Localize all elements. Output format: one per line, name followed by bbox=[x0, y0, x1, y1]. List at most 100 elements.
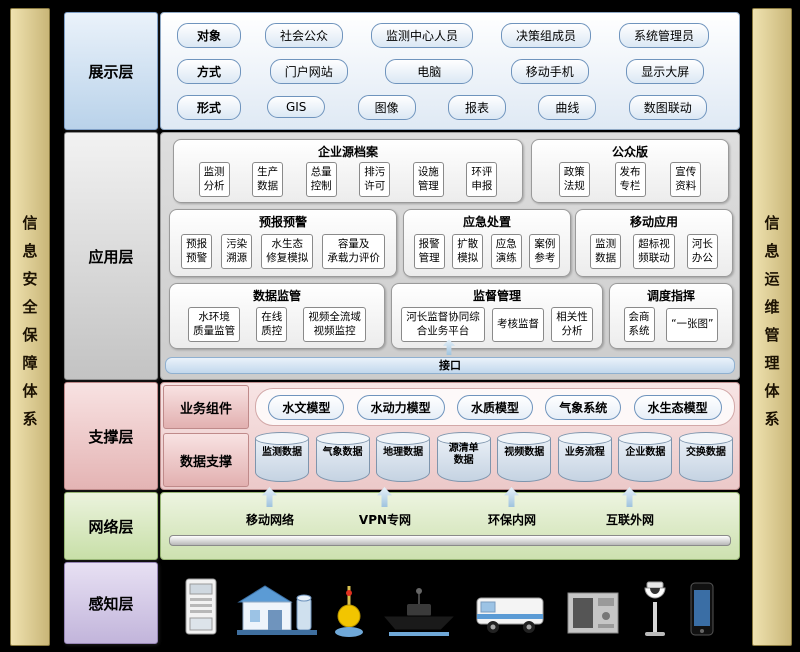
row-head-pill: 对象 bbox=[177, 22, 241, 48]
layer-label-network: 网络层 bbox=[64, 492, 158, 560]
network-uplink-arrow-icon bbox=[262, 487, 277, 507]
presentation-pill: 数图联动 bbox=[628, 94, 707, 120]
database-cylinder: 交换数据 bbox=[678, 432, 733, 482]
network-item: VPN专网 bbox=[358, 513, 412, 527]
network-item: 环保内网 bbox=[487, 513, 537, 527]
database-cylinder: 视频数据 bbox=[497, 432, 552, 482]
group-public-version: 公众版 政策 法规 发布 专栏 宣传 资料 bbox=[531, 139, 729, 203]
group-item: 考核监督 bbox=[492, 307, 544, 342]
presentation-pill: 社会公众 bbox=[264, 22, 343, 48]
presentation-pill: 监测中心人员 bbox=[370, 22, 473, 48]
presentation-pill: 移动手机 bbox=[510, 58, 589, 84]
presentation-row-methods: 方式 门户网站 电脑 移动手机 显示大屏 bbox=[161, 53, 739, 89]
group-item: 环评 申报 bbox=[466, 162, 498, 197]
database-cylinder: 业务流程 bbox=[557, 432, 612, 482]
group-item: 政策 法规 bbox=[558, 162, 590, 197]
dome-camera-icon bbox=[637, 578, 673, 638]
group-item: 排污 许可 bbox=[359, 162, 391, 197]
group-title: 移动应用 bbox=[629, 215, 678, 229]
network-item: 移动网络 bbox=[245, 513, 295, 527]
network-panel: 移动网络 VPN专网 环保内网 互联外网 bbox=[160, 487, 740, 560]
presentation-row-objects: 对象 社会公众 监测中心人员 决策组成员 系统管理员 bbox=[161, 17, 739, 53]
support-panel: 业务组件 水文模型 水动力模型 水质模型 气象系统 水生态模型 数据支撑 监测数… bbox=[160, 382, 740, 490]
layer-label-presentation: 展示层 bbox=[64, 12, 158, 130]
database-cylinder: 气象数据 bbox=[315, 432, 370, 482]
layer-label-perception: 感知层 bbox=[64, 562, 158, 644]
group-item: 发布 专栏 bbox=[614, 162, 646, 197]
model-strip: 水文模型 水动力模型 水质模型 气象系统 水生态模型 bbox=[255, 388, 735, 426]
group-title: 数据监管 bbox=[252, 289, 301, 303]
database-cylinder: 地理数据 bbox=[376, 432, 431, 482]
group-item: 水环境 质量监管 bbox=[188, 307, 241, 342]
group-emergency-response: 应急处置 报警 管理 扩散 模拟 应急 演练 案例 参考 bbox=[403, 209, 571, 277]
water-station-icon bbox=[235, 578, 319, 638]
group-forecast-warning: 预报预警 预报 预警 污染 溯源 水生态 修复模拟 容量及 承载力评价 bbox=[169, 209, 397, 277]
security-assurance-label: 信息安全保障体系 bbox=[20, 215, 39, 439]
presentation-pill: 曲线 bbox=[538, 94, 597, 120]
presentation-row-forms: 形式 GIS 图像 报表 曲线 数图联动 bbox=[161, 89, 739, 125]
presentation-pill: GIS bbox=[267, 96, 326, 118]
group-mobile-apps: 移动应用 监测 数据 超标视 频联动 河长 办公 bbox=[575, 209, 733, 277]
group-item: 相关性 分析 bbox=[551, 307, 593, 342]
presentation-pill: 门户网站 bbox=[269, 58, 348, 84]
group-title: 预报预警 bbox=[258, 215, 307, 229]
monitoring-van-icon bbox=[473, 586, 549, 638]
model-pill: 水生态模型 bbox=[633, 394, 722, 420]
group-item: 监测 分析 bbox=[198, 162, 230, 197]
model-pill: 水质模型 bbox=[456, 394, 533, 420]
group-item: 宣传 资料 bbox=[670, 162, 702, 197]
network-uplink-arrow-icon bbox=[622, 487, 637, 507]
group-item: 设施 管理 bbox=[412, 162, 444, 197]
group-title: 公众版 bbox=[611, 145, 648, 159]
group-item: 在线 质控 bbox=[256, 307, 288, 342]
network-uplink-arrow-icon bbox=[504, 487, 519, 507]
layer-label-support: 支撑层 bbox=[64, 382, 158, 490]
ops-management-sidebar: 信息运维管理体系 bbox=[752, 8, 792, 646]
business-components-label: 业务组件 bbox=[163, 385, 249, 429]
application-panel: 企业源档案 监测 分析 生产 数据 总量 控制 排污 许可 设施 管理 环评 申… bbox=[160, 132, 740, 380]
monitoring-cabinet-icon bbox=[181, 576, 221, 638]
presentation-pill: 系统管理员 bbox=[618, 22, 709, 48]
group-item: 河长 办公 bbox=[686, 234, 718, 269]
database-cylinder: 监测数据 bbox=[255, 432, 309, 482]
group-item: 报警 管理 bbox=[413, 234, 445, 269]
group-item: 总量 控制 bbox=[305, 162, 337, 197]
presentation-pill: 报表 bbox=[447, 94, 506, 120]
data-support-label: 数据支撑 bbox=[163, 433, 249, 487]
group-title: 监督管理 bbox=[472, 289, 521, 303]
perception-panel bbox=[160, 562, 738, 642]
smartphone-icon bbox=[687, 580, 717, 638]
equipment-box-icon bbox=[564, 588, 622, 638]
model-pill: 气象系统 bbox=[545, 394, 622, 420]
group-item: 生产 数据 bbox=[252, 162, 284, 197]
group-item: 河长监督协同综 合业务平台 bbox=[401, 307, 485, 342]
presentation-pill: 显示大屏 bbox=[626, 58, 705, 84]
group-item: 监测 数据 bbox=[590, 234, 622, 269]
row-head-pill: 形式 bbox=[177, 94, 241, 120]
network-uplink-arrow-icon bbox=[377, 487, 392, 507]
group-supervision-management: 监督管理 河长监督协同综 合业务平台 考核监督 相关性 分析 bbox=[391, 283, 603, 349]
group-enterprise-archive: 企业源档案 监测 分析 生产 数据 总量 控制 排污 许可 设施 管理 环评 申… bbox=[173, 139, 523, 203]
group-data-supervision: 数据监管 水环境 质量监管 在线 质控 视频全流域 视频监控 bbox=[169, 283, 385, 349]
group-item: 污染 溯源 bbox=[221, 234, 253, 269]
group-item: 超标视 频联动 bbox=[633, 234, 675, 269]
group-title: 企业源档案 bbox=[317, 145, 378, 159]
group-item: 扩散 模拟 bbox=[452, 234, 484, 269]
ops-management-label: 信息运维管理体系 bbox=[762, 215, 781, 439]
presentation-pill: 决策组成员 bbox=[500, 22, 591, 48]
group-item: 预报 预警 bbox=[181, 234, 213, 269]
group-item: 会商 系统 bbox=[623, 307, 655, 342]
group-item: “一张图” bbox=[666, 307, 719, 342]
model-pill: 水文模型 bbox=[268, 394, 345, 420]
database-cylinder: 源清单 数据 bbox=[436, 432, 491, 482]
buoy-icon bbox=[334, 580, 364, 638]
layer-label-application: 应用层 bbox=[64, 132, 158, 380]
row-head-pill: 方式 bbox=[177, 58, 241, 84]
group-title: 调度指挥 bbox=[646, 289, 695, 303]
network-bus bbox=[169, 535, 731, 546]
database-cylinder: 企业数据 bbox=[618, 432, 673, 482]
model-pill: 水动力模型 bbox=[356, 394, 445, 420]
interface-bar: 接口 bbox=[165, 357, 735, 374]
presentation-pill: 图像 bbox=[357, 94, 416, 120]
